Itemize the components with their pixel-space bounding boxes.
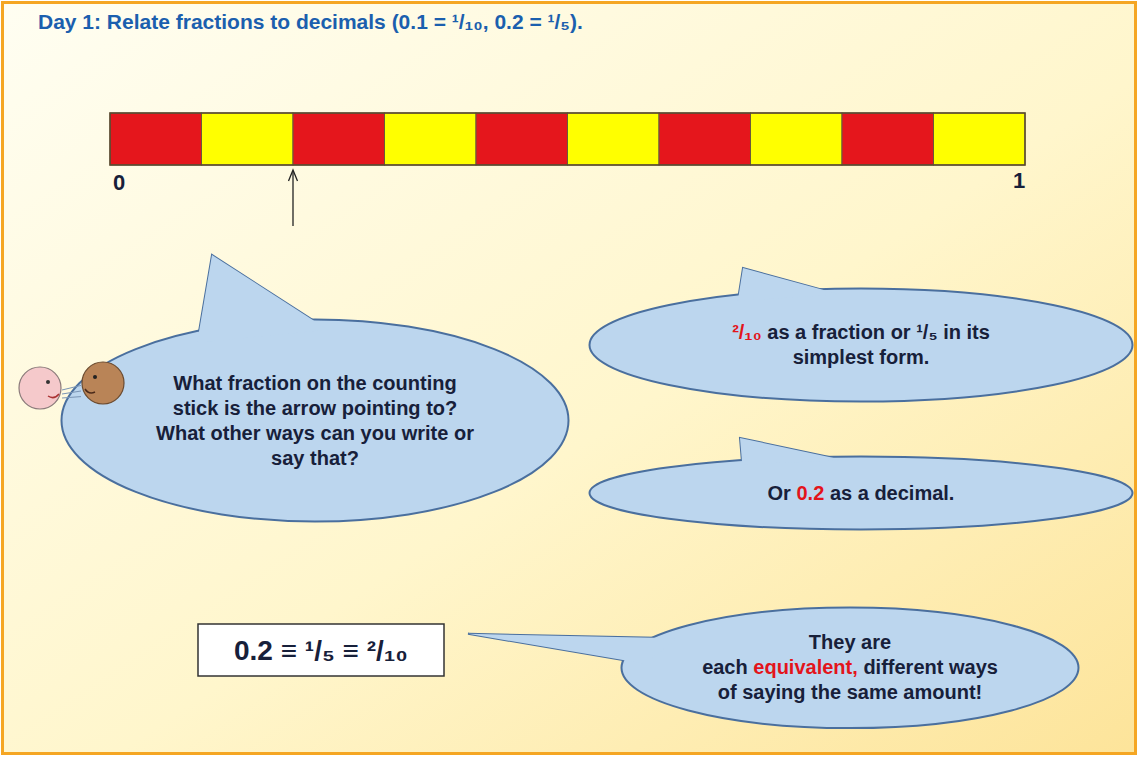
node-text-run: What fraction on the counting stick is t… bbox=[156, 372, 474, 469]
stick-segment bbox=[659, 113, 751, 165]
bubble-tail-join bbox=[738, 268, 840, 301]
node-text-run: Or bbox=[768, 482, 791, 504]
node-text-run: ²/₁₀ bbox=[732, 321, 762, 343]
stick-segment bbox=[202, 113, 294, 165]
stick-segment bbox=[751, 113, 843, 165]
face-eye bbox=[46, 380, 50, 384]
bubble-body bbox=[590, 457, 1133, 530]
bubble-body bbox=[62, 320, 569, 522]
counting-stick bbox=[110, 113, 1025, 165]
stick-segment bbox=[385, 113, 477, 165]
stick-segment bbox=[842, 113, 934, 165]
face-mouth bbox=[85, 389, 95, 393]
node-text-run: equivalent, bbox=[753, 656, 857, 678]
bubble-tail-join bbox=[740, 438, 845, 464]
node-text-run: 0.2 bbox=[797, 482, 825, 504]
node-text: ²/₁₀as a fraction or ¹/₅ in its simplest… bbox=[691, 320, 1031, 370]
bubble-tail-join bbox=[197, 255, 328, 343]
panel bbox=[3, 3, 1136, 754]
scale-label: 1 bbox=[1013, 168, 1025, 194]
bubble-outline bbox=[588, 287, 1134, 403]
speech-lines bbox=[62, 385, 81, 390]
stick-segment bbox=[293, 113, 385, 165]
node-text: What fraction on the counting stick is t… bbox=[150, 371, 480, 471]
bubble-body bbox=[590, 289, 1133, 402]
scale-label: 0 bbox=[113, 170, 125, 196]
node-text-run: as a decimal. bbox=[830, 482, 955, 504]
bubble-outline bbox=[60, 318, 570, 523]
title: Day 1: Relate fractions to decimals (0.1… bbox=[38, 10, 583, 34]
node-text-run: 0.2 ≡ ¹/₅ ≡ ²/₁₀ bbox=[234, 635, 408, 666]
node-text: 0.2 ≡ ¹/₅ ≡ ²/₁₀ bbox=[234, 633, 408, 668]
speech-lines bbox=[62, 397, 81, 398]
speech-lines bbox=[62, 391, 81, 394]
bubble-tail bbox=[468, 634, 677, 664]
face-mouth bbox=[48, 394, 59, 398]
bubble-tail bbox=[740, 438, 845, 464]
bubble-tail-join bbox=[468, 634, 677, 664]
bubble-tail bbox=[197, 255, 328, 343]
speech-bubble: ²/₁₀as a fraction or ¹/₅ in its simplest… bbox=[588, 287, 1134, 403]
bubble-body bbox=[622, 608, 1079, 729]
talking-faces bbox=[19, 362, 124, 409]
speech-bubble: They are eachequivalent,different ways o… bbox=[620, 606, 1080, 730]
arrow-shaft bbox=[292, 171, 293, 226]
stick-segment bbox=[568, 113, 660, 165]
box-border bbox=[198, 624, 444, 676]
node-text: They are eachequivalent,different ways o… bbox=[700, 630, 1000, 705]
face-brown bbox=[82, 362, 124, 404]
stick-segment bbox=[110, 113, 202, 165]
speech-bubble: Or 0.2as a decimal. bbox=[588, 455, 1134, 531]
node-text-run: as a fraction or ¹/₅ in its simplest for… bbox=[767, 321, 990, 368]
face-pink bbox=[19, 367, 61, 409]
stick-segment bbox=[934, 113, 1026, 165]
face-eye bbox=[93, 375, 97, 379]
pointer-arrow bbox=[289, 170, 298, 226]
speech-bubble: What fraction on the counting stick is t… bbox=[60, 318, 570, 523]
equivalence-box: 0.2 ≡ ¹/₅ ≡ ²/₁₀ bbox=[197, 623, 445, 677]
stick-segment bbox=[476, 113, 568, 165]
arrow-head bbox=[289, 170, 298, 181]
stick-outline bbox=[110, 113, 1025, 165]
node-text: Or 0.2as a decimal. bbox=[768, 481, 955, 506]
